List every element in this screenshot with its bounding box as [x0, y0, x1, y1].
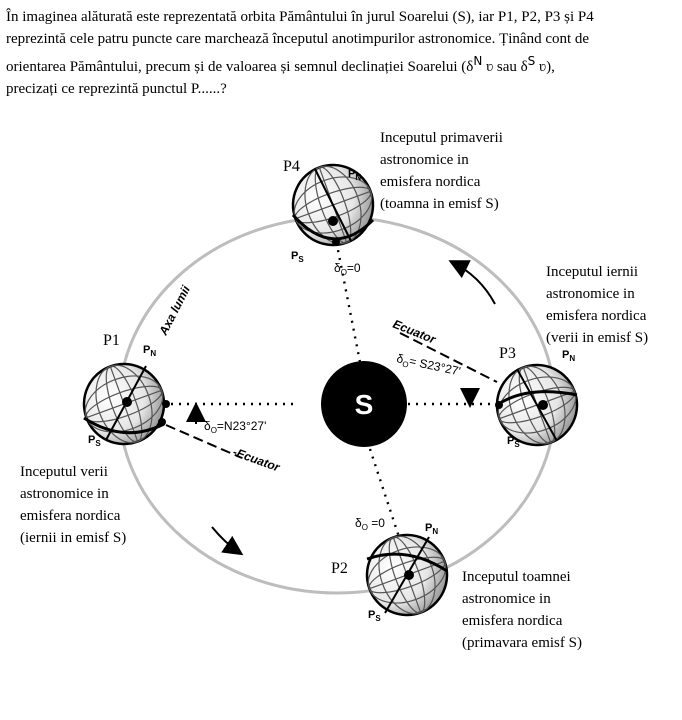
question-line-4: precizați ce reprezintă punctul P......?	[6, 81, 227, 97]
question-line-3-text: orientarea Pământului, precum și de valo…	[6, 59, 474, 75]
pole-n-p1: PN	[143, 344, 156, 358]
orbit-arrow-bottom-left	[211, 526, 244, 556]
caption-p1: Inceputul verii astronomice in emisfera …	[20, 464, 127, 546]
earth-p1	[71, 351, 177, 457]
declination-p2: δO =0	[355, 516, 385, 532]
pole-n-p3: PN	[562, 349, 575, 363]
caption-p4: Inceputul primaverii astronomice in emis…	[380, 130, 503, 212]
label-p3: P3	[499, 345, 516, 362]
declination-n-sup: N	[473, 54, 483, 68]
pole-s-p2: PS	[368, 609, 381, 623]
declination-p4: δO=0	[334, 261, 361, 277]
earth-p2	[354, 522, 460, 628]
question-line-3-end: ʋ),	[535, 59, 555, 75]
label-p2: P2	[331, 560, 348, 577]
equator-label-p1: -Ecuator	[231, 445, 283, 475]
orbit-arrow-top-right	[448, 260, 496, 305]
pole-s-p3: PS	[507, 435, 520, 449]
caption-p2: Inceputul toamnei astronomice in emisfer…	[462, 569, 582, 651]
declination-p3: δO= S23°27'	[395, 351, 462, 380]
question-line-3-mid: ʋ sau δ	[482, 59, 528, 75]
sun-label: S	[355, 389, 374, 420]
label-p4: P4	[283, 158, 300, 175]
earth-p3	[484, 352, 590, 458]
question-line-2: reprezintă cele patru puncte care marche…	[6, 31, 590, 47]
pole-s-p1: PS	[88, 434, 101, 448]
declination-p1: δO=N23°27'	[204, 419, 266, 435]
earth-p4	[280, 152, 386, 258]
label-p1: P1	[103, 332, 120, 349]
equator-line-p1	[165, 424, 243, 459]
equator-label-p3: Ecuator	[391, 317, 439, 347]
pole-s-p4: PS	[291, 250, 304, 264]
caption-p3: Inceputul iernii astronomice in emisfera…	[546, 264, 649, 346]
sun	[321, 361, 407, 447]
declination-s-sup: S	[527, 54, 536, 68]
pole-n-p4: PN	[348, 168, 361, 182]
equator-line-p3	[399, 332, 498, 383]
pole-n-p2: PN	[425, 522, 438, 536]
question-line-1: În imaginea alăturată este reprezentată …	[6, 9, 594, 25]
question-line-3: orientarea Pământului, precum și de valo…	[6, 50, 676, 78]
celestial-axis-label: Axa lumii	[156, 283, 193, 338]
question-text: În imaginea alăturată este reprezentată …	[6, 6, 676, 100]
